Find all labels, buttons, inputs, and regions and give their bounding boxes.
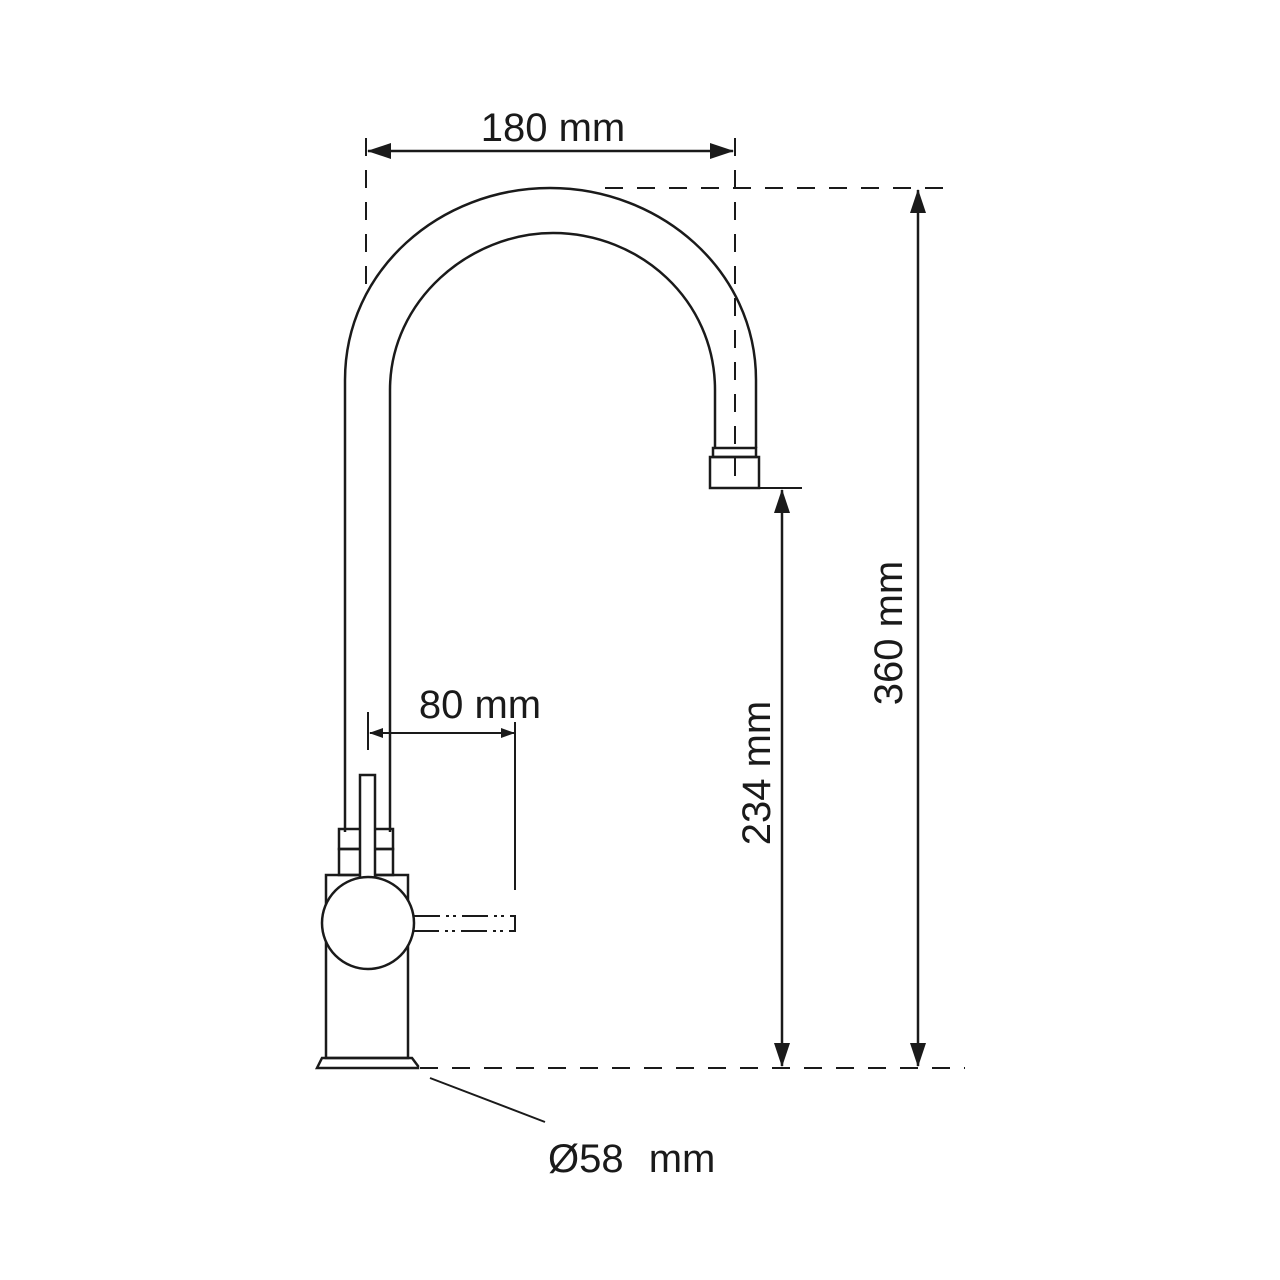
spout-nozzle [708,455,761,490]
lever-stem [358,773,377,880]
dim-label-180: 180 mm [481,106,626,150]
spout-ring [711,446,758,459]
dim-label-234: 234 mm [735,701,779,846]
diameter-unit: mm [649,1137,716,1181]
reference-lines [367,487,802,1123]
spout-outer-edge [343,186,758,832]
faucet-outline [314,186,761,1070]
base-plate [314,1056,420,1070]
dim-label-diameter: Ø58 mm [548,1137,715,1181]
diameter-value: Ø58 [548,1137,624,1181]
dimension-360: 360 mm [867,189,926,1067]
dim-label-80: 80 mm [419,683,541,727]
lever-hub [320,875,416,971]
dimension-diameter: Ø58 mm [548,1137,715,1181]
extension-lines [365,138,965,1069]
spout-inner-edge [388,231,717,832]
dim-label-360: 360 mm [867,561,911,706]
dimension-234: 234 mm [735,489,790,1067]
dimension-80: 80 mm [369,683,541,738]
dimension-180: 180 mm [367,106,734,159]
lever-swing-outline [414,915,516,932]
